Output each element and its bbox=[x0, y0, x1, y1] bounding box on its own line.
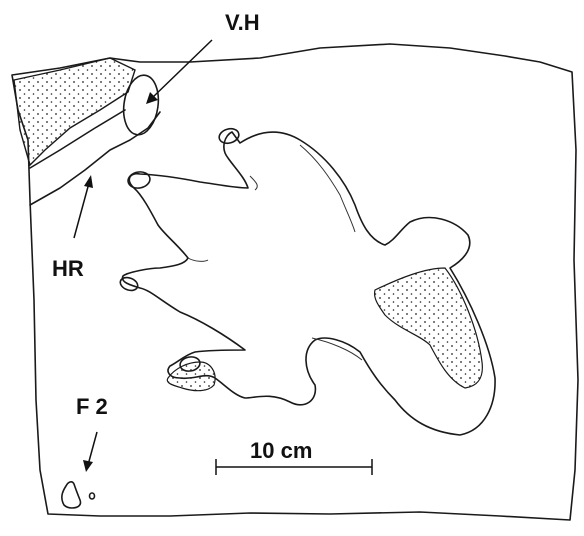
footprint-inner-ridge-4 bbox=[188, 258, 208, 261]
label-hr: HR bbox=[52, 256, 84, 281]
hr-arrow bbox=[74, 175, 93, 238]
claw-mark-top bbox=[218, 127, 241, 146]
stippled-heel-area bbox=[375, 268, 483, 388]
stippled-toe-area bbox=[167, 362, 215, 391]
footprint-inner-ridge-3 bbox=[250, 176, 257, 190]
f2-pad-dot bbox=[90, 493, 95, 499]
stippled-sediment-topleft bbox=[14, 58, 135, 165]
vh-arrow bbox=[146, 40, 212, 104]
f2-footprint-mark bbox=[62, 482, 81, 508]
f2-arrow bbox=[83, 432, 97, 472]
label-f2: F 2 bbox=[76, 394, 108, 419]
label-vh: V.H bbox=[225, 10, 260, 35]
label-scale: 10 cm bbox=[250, 438, 312, 463]
footprint-inner-ridge-2 bbox=[312, 338, 362, 360]
